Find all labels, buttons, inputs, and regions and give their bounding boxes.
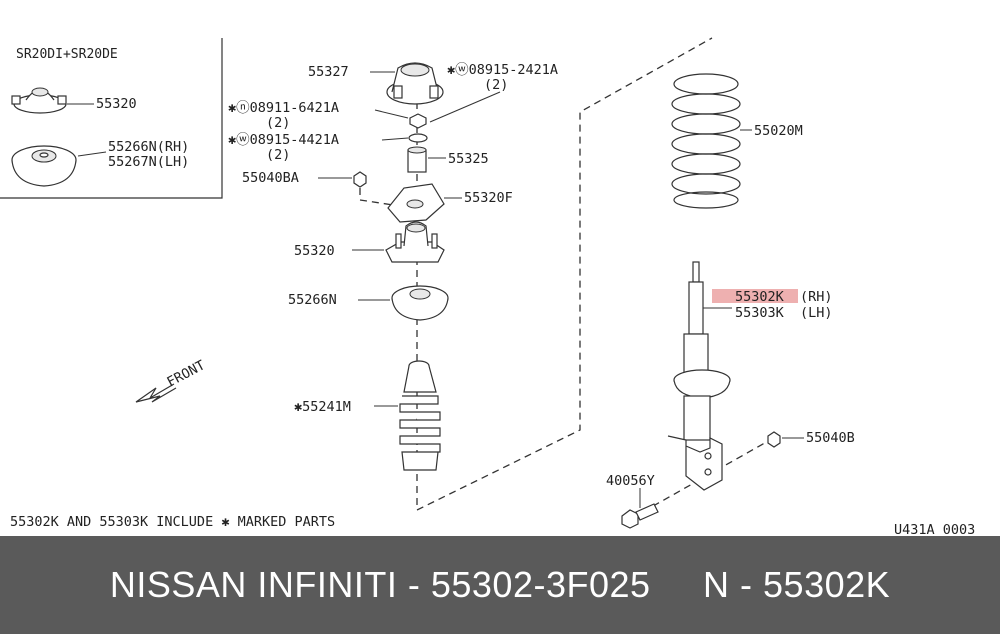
label-40056Y: 40056Y <box>606 473 655 489</box>
inset-label-55266N: 55266N(RH) <box>108 139 189 155</box>
label-55302K: 55302K <box>735 289 785 305</box>
part-55020M-drawing <box>671 73 741 209</box>
inset-panel: SR20DI+SR20DE 55320 55266N(RH) 55267N(LH… <box>0 38 223 199</box>
part-55040B-drawing <box>767 431 781 448</box>
part-55040BA-drawing <box>353 171 367 188</box>
label-55302K-side: (RH) <box>800 289 833 305</box>
inset-title: SR20DI+SR20DE <box>16 47 118 62</box>
inset-label-55267N: 55267N(LH) <box>108 154 189 170</box>
footnote: 55302K AND 55303K INCLUDE ✱ MARKED PARTS <box>10 514 335 530</box>
part-55266N-drawing <box>391 285 449 321</box>
parts-diagram: SR20DI+SR20DE 55320 55266N(RH) 55267N(LH… <box>0 37 975 536</box>
label-55020M: 55020M <box>754 123 803 139</box>
label-55327: 55327 <box>308 64 349 80</box>
part-nut-washer-drawing <box>408 113 428 143</box>
inset-border <box>0 38 223 199</box>
label-08911-6421A-qty: (2) <box>266 115 290 131</box>
banner-text: NISSAN INFINITI - 55302-3F025 N - 55302K <box>109 564 891 605</box>
label-55325: 55325 <box>448 151 489 167</box>
label-55320: 55320 <box>294 243 335 259</box>
label-55241M: ✱55241M <box>294 399 351 415</box>
nut-dashed-line <box>359 188 401 207</box>
label-08915-2421A-qty: (2) <box>484 77 508 93</box>
label-08911-6421A: ✱ⓝ08911-6421A <box>228 100 339 116</box>
part-55320-drawing <box>385 221 445 263</box>
inset-insulator-drawing <box>11 145 77 187</box>
label-55303K-side: (LH) <box>800 305 833 321</box>
label-front: FRONT <box>164 357 207 390</box>
label-08915-2421A: ✱ⓦ08915-2421A <box>447 62 558 78</box>
label-08915-4421A: ✱ⓦ08915-4421A <box>228 132 339 148</box>
part-55302K-strut-drawing <box>667 261 731 491</box>
label-55303K: 55303K <box>735 305 785 321</box>
part-40056Y-drawing <box>621 503 659 529</box>
label-55040BA: 55040BA <box>242 170 299 186</box>
part-55320F-drawing <box>387 183 445 223</box>
part-number-banner: NISSAN INFINITI - 55302-3F025 N - 55302K <box>0 536 1000 634</box>
label-55320F: 55320F <box>464 190 513 206</box>
highlight-55302K <box>712 289 798 303</box>
part-55325-drawing <box>407 146 427 173</box>
inset-mount-55320-drawing <box>11 87 67 114</box>
part-55241M-drawing <box>399 360 441 471</box>
part-55327-drawing <box>386 62 444 105</box>
diagram-code: U431A 0003 <box>894 522 975 536</box>
inset-label-55320: 55320 <box>96 96 137 112</box>
label-55266N: 55266N <box>288 292 337 308</box>
label-55040B: 55040B <box>806 430 855 446</box>
front-arrow: FRONT <box>135 357 208 403</box>
label-08915-4421A-qty: (2) <box>266 147 290 163</box>
